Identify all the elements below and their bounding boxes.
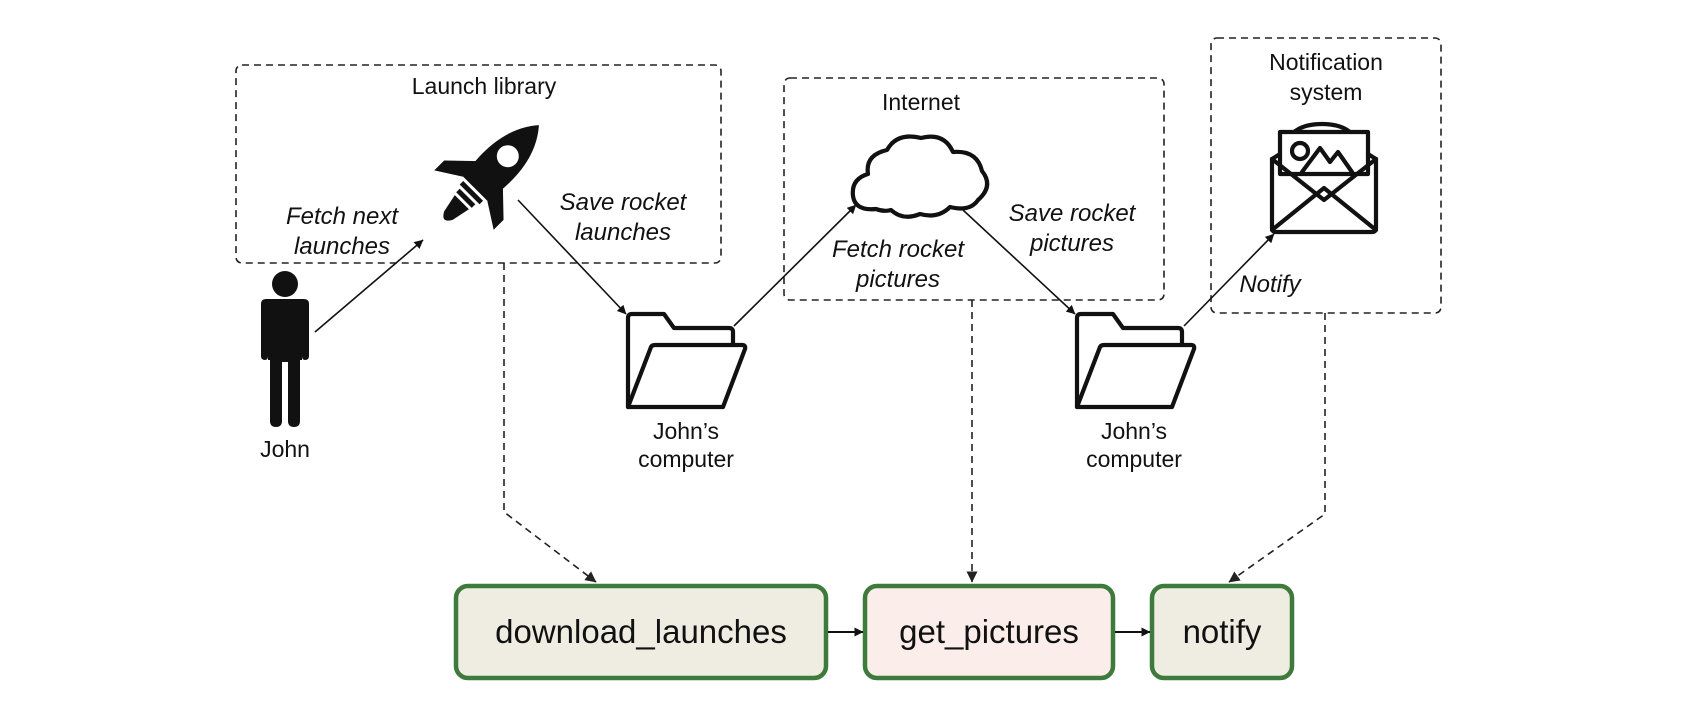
internet-title: Internet [882,89,961,115]
john-label: John [260,436,310,462]
save-launches-arrow [517,199,627,315]
computer-1-label-line1: John’s [653,418,719,444]
save-rocket-pictures-label-line2: pictures [1029,230,1114,257]
mail-image-icon [1269,121,1379,235]
folder-icon [625,311,748,410]
rocket-icon [434,125,539,230]
notification-system-group [1210,37,1442,314]
cloud-icon [850,134,990,219]
task-download-launches[interactable]: download_launches [453,583,829,681]
fetch-rocket-pictures-label-line2: pictures [855,266,940,293]
save-rocket-pictures-label-line1: Save rocket [1009,200,1137,227]
computer-2-label-line2: computer [1086,446,1182,472]
save-rocket-launches-label-line2: launches [575,219,671,246]
launch-library-title: Launch library [412,73,557,99]
fetch-pictures-arrow [733,204,857,327]
notify-arrow [1183,233,1275,327]
computer-1-label-line2: computer [638,446,734,472]
notification-to-task-connector [1228,313,1326,583]
notify-label: Notify [1239,271,1302,298]
launch-library-group [235,64,722,264]
notification-system-title-line2: system [1290,79,1363,105]
save-rocket-launches-label-line1: Save rocket [560,189,688,216]
internet-group [783,77,1165,301]
fetch-launches-arrow [314,239,424,333]
folder-icon [1074,311,1197,410]
computer-2-label-line1: John’s [1101,418,1167,444]
task-notify-label: notify [1183,613,1262,650]
fetch-next-launches-label-line2: launches [294,233,390,260]
task-download-launches-box [453,583,829,681]
task-get-pictures-box [862,583,1116,681]
notification-system-title-line1: Notification [1269,49,1383,75]
fetch-next-launches-label-line1: Fetch next [286,203,399,230]
launch-library-to-task-connector [503,263,597,583]
person-icon [261,271,309,427]
task-get-pictures[interactable]: get_pictures [862,583,1116,681]
task-notify-box [1149,583,1295,681]
task-download-launches-label: download_launches [495,613,787,650]
task-get-pictures-label: get_pictures [899,613,1079,650]
fetch-rocket-pictures-label-line1: Fetch rocket [832,236,965,263]
task-notify[interactable]: notify [1149,583,1295,681]
save-pictures-arrow [962,209,1076,315]
